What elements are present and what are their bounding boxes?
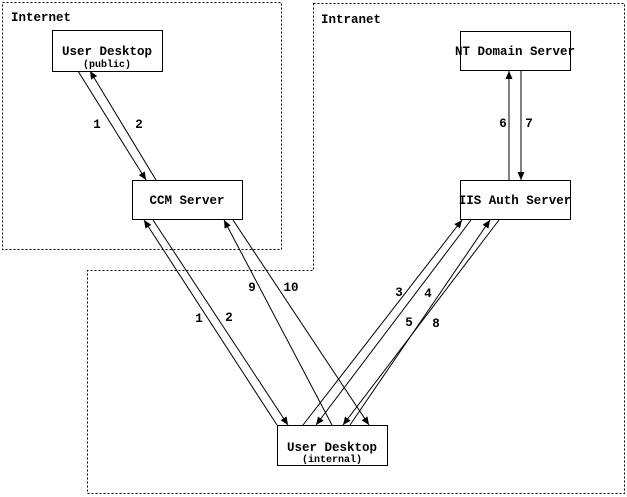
node-label-ccm-server: CCM Server	[149, 194, 224, 208]
edge-label-1-public: 1	[93, 118, 101, 132]
node-ccm-server	[132, 180, 243, 220]
edge-label-2-internal: 2	[225, 311, 233, 325]
internet-zone-label: Internet	[11, 11, 71, 25]
edge-udinternal-to-ccm-9	[223, 219, 333, 426]
node-sublabel-public: (public)	[83, 59, 131, 71]
edge-label-3: 3	[395, 286, 403, 300]
edge-label-8: 8	[432, 317, 440, 331]
node-label-iis-auth-server: IIS Auth Server	[459, 194, 572, 208]
node-label-nt-domain-server: NT Domain Server	[455, 45, 575, 59]
intranet-zone-label: Intranet	[321, 13, 381, 27]
node-label-user-desktop-internal: User Desktop	[287, 441, 377, 455]
edge-udinternal-to-iis-5	[349, 219, 491, 426]
edge-udpublic-to-ccm-1	[77, 70, 147, 181]
edge-udinternal-to-ccm-1	[143, 219, 278, 426]
edge-udinternal-to-iis-3	[302, 219, 463, 426]
edge-label-2-public: 2	[135, 118, 143, 132]
edge-iis-to-udinternal-8	[342, 219, 500, 426]
node-user-desktop-internal	[277, 425, 388, 466]
edge-label-9: 9	[248, 281, 256, 295]
node-label-user-desktop-public: User Desktop	[62, 45, 152, 59]
intranet-zone-border	[87, 3, 625, 494]
node-nt-domain-server	[460, 31, 571, 71]
edge-label-5: 5	[405, 316, 413, 330]
edge-label-10: 10	[283, 281, 298, 295]
node-iis-auth-server	[460, 180, 571, 220]
edge-label-6: 6	[499, 117, 507, 131]
edge-ccm-to-udinternal-10	[232, 219, 370, 426]
edge-ccm-to-udinternal-2	[152, 219, 289, 426]
internet-zone-border	[2, 2, 282, 250]
edge-label-4: 4	[424, 287, 432, 301]
edge-ccm-to-udpublic-2	[89, 70, 157, 181]
edge-label-7: 7	[525, 117, 533, 131]
edge-label-1-internal: 1	[195, 312, 203, 326]
node-user-desktop-public	[52, 30, 163, 72]
edge-iis-to-udinternal-4	[315, 219, 472, 426]
node-sublabel-internal: (internal)	[302, 454, 362, 466]
